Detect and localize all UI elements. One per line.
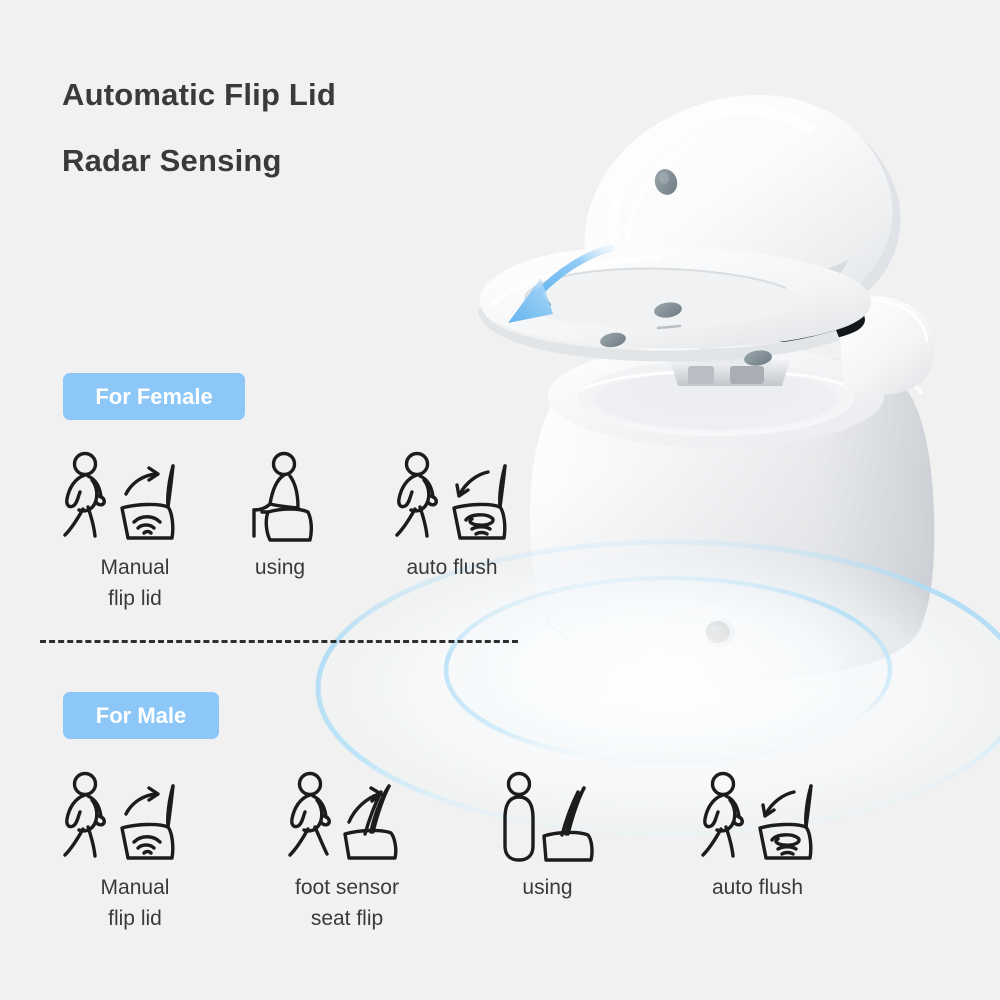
dashed-divider <box>40 640 518 643</box>
badge-for-male: For Male <box>63 692 219 739</box>
caption-female-step-1: Manual flip lid <box>100 556 170 610</box>
person-standing-toilet-icon <box>502 771 594 862</box>
walk-away-auto-flush-icon <box>700 771 813 860</box>
page-title: Automatic Flip Lid Radar Sensing <box>62 62 336 194</box>
step-female-auto-flush: auto flush <box>382 450 522 583</box>
radar-wave-rings <box>315 539 1000 837</box>
title-line-1: Automatic Flip Lid <box>62 77 336 112</box>
walk-to-toilet-radar-icon <box>63 771 175 860</box>
title-line-2: Radar Sensing <box>62 143 282 178</box>
step-female-using: using <box>232 450 328 583</box>
lid-bumper <box>654 169 678 195</box>
step-female-manual-flip-lid: Manual flip lid <box>50 450 220 614</box>
blue-curved-arrow <box>508 244 615 323</box>
caption-female-step-3: auto flush <box>406 556 498 579</box>
caption-male-step-3: using <box>522 876 573 899</box>
badge-for-female: For Female <box>63 373 245 420</box>
step-male-foot-sensor-seat-flip: foot sensor seat flip <box>272 770 422 934</box>
caption-male-step-4: auto flush <box>711 876 804 899</box>
caption-female-step-2: using <box>254 556 306 579</box>
foot-sensor-seat-flip-icon <box>288 771 398 860</box>
caption-male-step-1: Manual flip lid <box>100 876 170 930</box>
step-male-using: using <box>490 770 605 903</box>
step-male-manual-flip-lid: Manual flip lid <box>50 770 220 934</box>
person-sitting-toilet-icon <box>252 451 314 542</box>
caption-male-step-2: foot sensor seat flip <box>295 876 399 930</box>
toilet-seat-open <box>478 246 872 366</box>
walk-away-auto-flush-icon <box>395 451 507 540</box>
walk-to-toilet-radar-icon <box>63 451 175 540</box>
step-male-auto-flush: auto flush <box>685 770 830 903</box>
